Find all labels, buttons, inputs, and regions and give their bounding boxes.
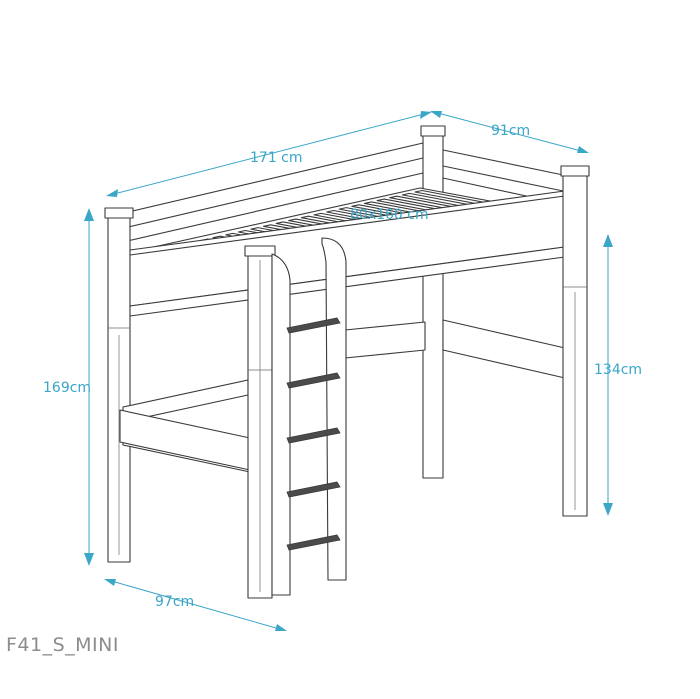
dim-bed-height: [603, 234, 613, 516]
lower-end-frame: [119, 379, 251, 473]
ladder-rung-5: [286, 534, 341, 551]
ladder-rung-3: [286, 427, 341, 444]
ladder-rung-2: [286, 372, 341, 389]
back-lower-beam: [344, 321, 426, 359]
dim-length: [106, 111, 432, 197]
label-length: 171 cm: [250, 150, 303, 166]
model-code: F41_S_MINI: [6, 634, 119, 656]
front-side-beam: [129, 189, 573, 317]
post-front-right: [560, 165, 590, 517]
label-depth: 97cm: [155, 594, 194, 610]
label-mattress: 80x160 cm: [350, 207, 429, 223]
label-bed-height: 134cm: [594, 362, 642, 378]
ladder: [271, 237, 347, 596]
ladder-rung-1: [286, 317, 341, 334]
ladder-rung-4: [286, 481, 341, 498]
dim-depth: [104, 579, 287, 631]
dim-total-height: [84, 208, 94, 566]
post-front-left: [244, 245, 276, 599]
post-back-right: [420, 125, 446, 479]
label-total-height: 169cm: [43, 380, 91, 396]
dim-width: [430, 111, 589, 153]
label-width: 91cm: [491, 123, 530, 139]
post-back-left: [104, 207, 134, 563]
